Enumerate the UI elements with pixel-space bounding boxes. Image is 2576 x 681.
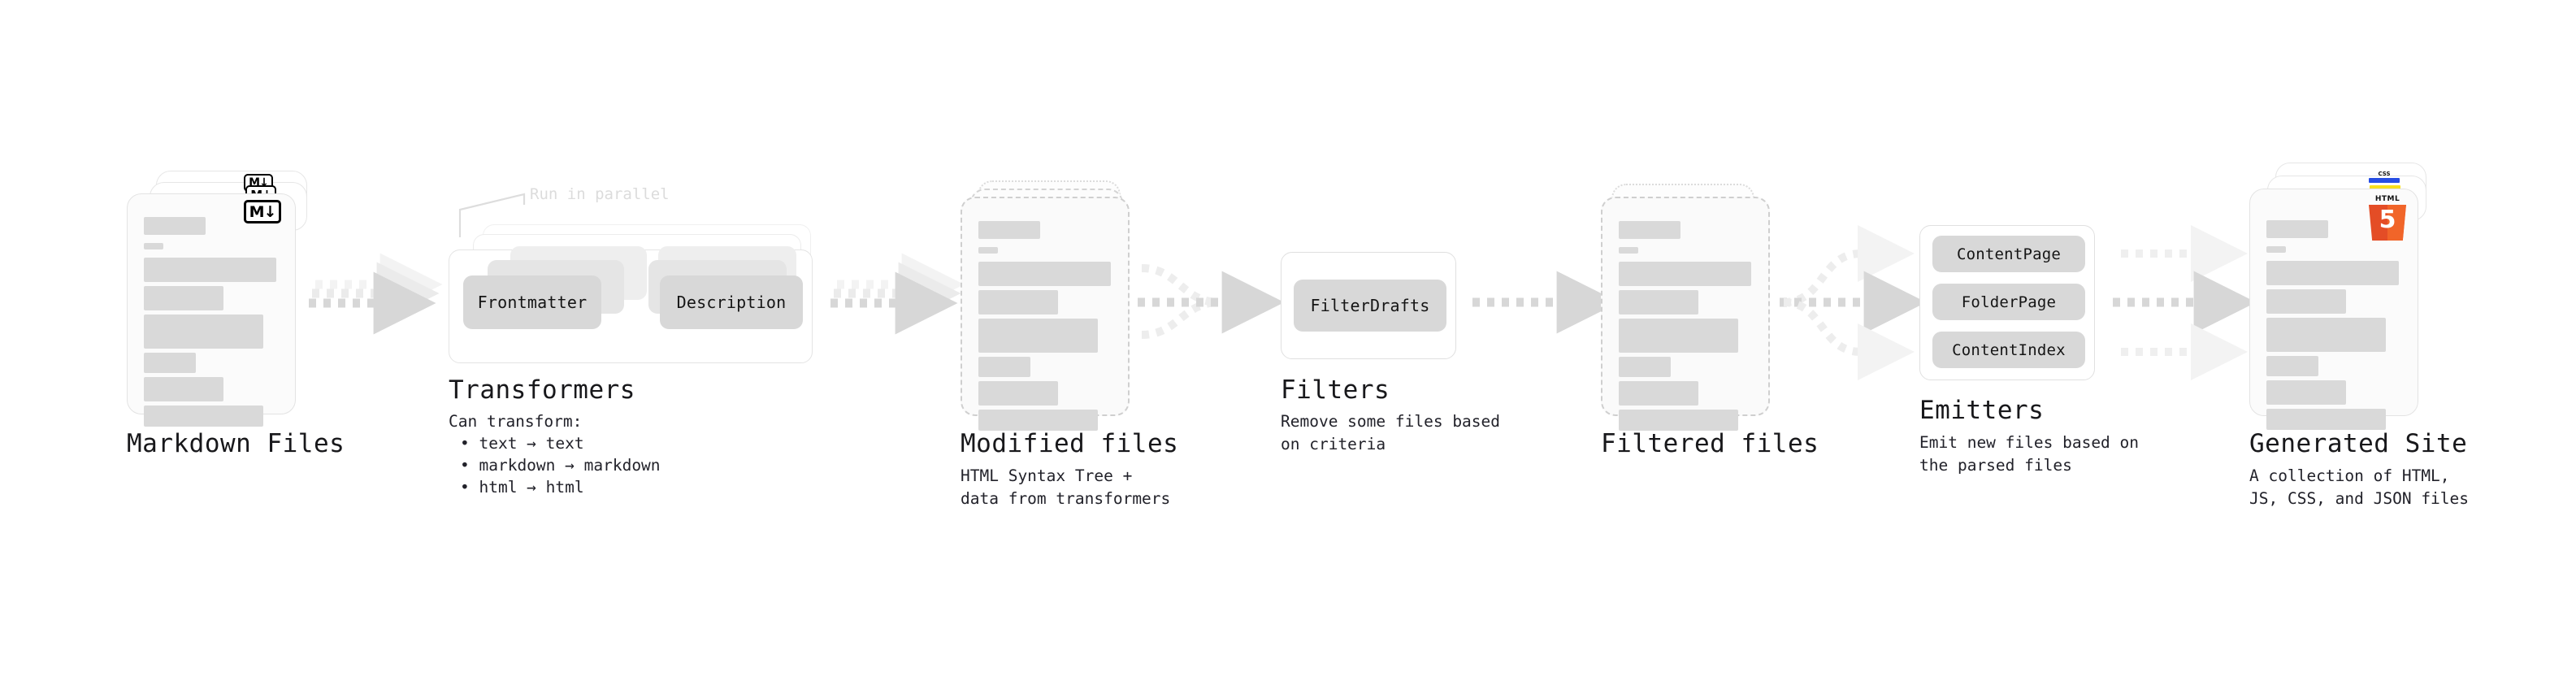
stage-title-filters: Filters	[1281, 375, 1390, 405]
skeleton-line	[2266, 220, 2328, 238]
transformer-chip-description[interactable]: Description	[660, 275, 803, 329]
skeleton-line	[978, 221, 1040, 239]
stage-title-transformers: Transformers	[449, 375, 635, 405]
markdown-file-card	[127, 193, 296, 427]
emitter-chip-contentindex[interactable]: ContentIndex	[1932, 332, 2085, 368]
transformer-chip-frontmatter[interactable]: Frontmatter	[463, 275, 601, 329]
skeleton-line	[1619, 290, 1698, 314]
skeleton-line	[1619, 247, 1638, 254]
skeleton-line	[1619, 357, 1671, 377]
stage-title-generated-site: Generated Site	[2249, 429, 2468, 458]
skeleton-line	[144, 243, 163, 249]
skeleton-line	[978, 357, 1030, 377]
generated-site-card	[2249, 189, 2418, 430]
skeleton-line	[978, 262, 1111, 286]
html5-wordmark: HTML	[2374, 195, 2400, 203]
skeleton-line	[144, 258, 276, 282]
filtered-file-card	[1601, 197, 1770, 431]
transformers-subtitle: Can transform:	[449, 412, 583, 431]
skeleton-line	[2266, 246, 2286, 253]
connector-transformers-to-modified	[830, 253, 965, 335]
stage-title-emitters: Emitters	[1919, 396, 2045, 425]
connector-markdown-to-transformers	[309, 253, 443, 335]
run-in-parallel-label: Run in parallel	[530, 185, 670, 203]
skeleton-line	[978, 247, 998, 254]
html5-five: 5	[2379, 206, 2396, 234]
skeleton-line	[144, 314, 263, 349]
transformers-bullet-0: • text → text	[460, 434, 584, 453]
emitters-subtitle: Emit new files based on the parsed files	[1919, 433, 2140, 475]
skeleton-line	[144, 406, 263, 427]
skeleton-line	[1619, 262, 1751, 286]
skeleton-line	[1619, 410, 1738, 431]
skeleton-line	[144, 217, 206, 235]
skeleton-line	[978, 410, 1098, 431]
skeleton-line	[144, 377, 223, 401]
stage-title-markdown-files: Markdown Files	[127, 429, 345, 458]
transformers-bullet-2: • html → html	[460, 478, 584, 497]
filter-chip-filterdrafts[interactable]: FilterDrafts	[1294, 280, 1446, 332]
css-icon: CSS	[2369, 171, 2400, 183]
modified-files-subtitle: HTML Syntax Tree + data from transformer…	[961, 466, 1171, 508]
skeleton-line	[2266, 289, 2346, 314]
skeleton-line	[978, 290, 1058, 314]
connector-emitters-to-site	[2113, 225, 2257, 380]
skeleton-line	[144, 353, 196, 373]
html5-icon: HTML 5	[2369, 195, 2406, 242]
skeleton-line	[978, 381, 1058, 406]
stage-title-modified-files: Modified files	[961, 429, 1179, 458]
skeleton-line	[1619, 381, 1698, 406]
skeleton-line	[2266, 409, 2386, 430]
skeleton-line	[144, 286, 223, 310]
filters-subtitle: Remove some files based on criteria	[1281, 412, 1501, 453]
modified-file-card	[961, 197, 1130, 431]
transformers-bullet-1: • markdown → markdown	[460, 456, 661, 475]
connector-modified-to-filters	[1138, 264, 1285, 339]
skeleton-line	[2266, 318, 2386, 352]
skeleton-line	[1619, 221, 1680, 239]
skeleton-line	[978, 319, 1098, 353]
skeleton-line	[1619, 319, 1738, 353]
generated-site-subtitle: A collection of HTML, JS, CSS, and JSON …	[2249, 466, 2470, 508]
css-wordmark: CSS	[2378, 171, 2391, 177]
markdown-icon: M↓	[244, 200, 281, 223]
connector-filtered-to-emitters	[1780, 225, 1927, 380]
skeleton-line	[2266, 261, 2399, 285]
skeleton-line	[2266, 356, 2318, 376]
stage-title-filtered-files: Filtered files	[1601, 429, 1819, 458]
emitter-chip-contentpage[interactable]: ContentPage	[1932, 236, 2085, 272]
emitter-chip-folderpage[interactable]: FolderPage	[1932, 284, 2085, 320]
html5-shield	[2369, 205, 2406, 241]
skeleton-line	[2266, 380, 2346, 405]
